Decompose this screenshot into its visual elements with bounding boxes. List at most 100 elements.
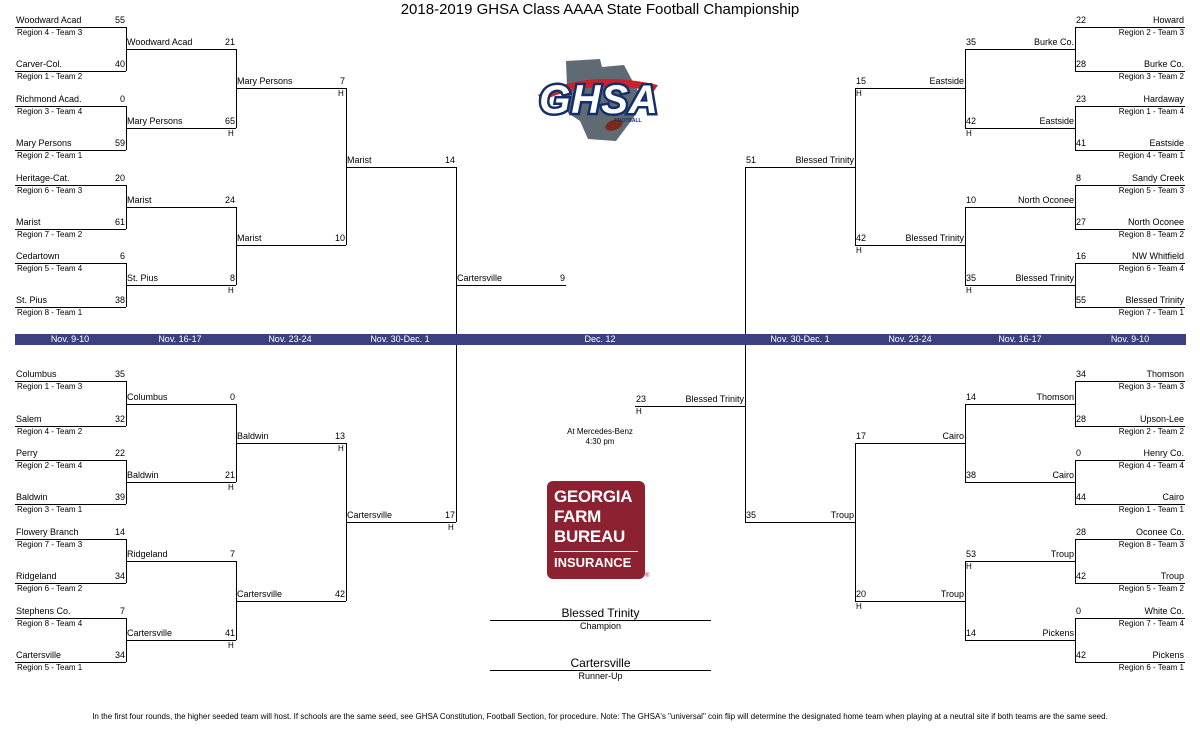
bracket-connector <box>965 561 966 640</box>
bracket-slot: Baldwin 21 <box>126 469 236 483</box>
team-seed: Region 6 - Team 1 <box>1118 663 1184 672</box>
team-name: Marist <box>127 195 152 205</box>
team-name: Troup <box>940 589 964 599</box>
round-date: Nov. 16-17 <box>158 334 202 344</box>
home-marker: H <box>856 602 862 611</box>
team-name: Burke Co. <box>1033 37 1074 47</box>
bracket-slot: St. Pius 38 <box>15 294 126 308</box>
bracket-connector <box>126 539 127 583</box>
bracket-connector <box>1075 381 1076 426</box>
team-seed: Region 7 - Team 2 <box>17 230 83 239</box>
bracket-connector <box>126 381 127 426</box>
runner-up-label: Runner-Up <box>578 671 623 681</box>
team-name: Cairo <box>1052 470 1074 480</box>
team-seed: Region 1 - Team 2 <box>17 72 83 81</box>
bracket-connector <box>965 207 966 285</box>
bracket-slot: Richmond Acad.0 <box>15 93 126 107</box>
team-seed: Region 4 - Team 2 <box>17 427 83 436</box>
team-score: 21 <box>224 470 235 480</box>
team-seed: Region 4 - Team 3 <box>17 28 83 37</box>
team-seed: Region 8 - Team 1 <box>17 308 83 317</box>
team-name: Burke Co. <box>1143 59 1184 69</box>
team-name: Troup <box>1160 571 1184 581</box>
team-name: Blessed Trinity <box>905 233 964 243</box>
team-score: 55 <box>1076 295 1087 305</box>
page-title: 2018-2019 GHSA Class AAAA State Football… <box>400 1 800 18</box>
bracket-connector <box>236 561 237 640</box>
team-score: 39 <box>114 492 125 502</box>
bracket-slot: Carver-Col.40 <box>15 58 126 72</box>
home-marker: H <box>966 286 972 295</box>
team-name: White Co. <box>1144 606 1184 616</box>
team-score: 51 <box>746 155 757 165</box>
home-marker: H <box>448 523 454 532</box>
sponsor-line-1: GEORGIA <box>554 487 633 506</box>
team-score: 28 <box>1076 59 1087 69</box>
team-name: St. Pius <box>16 295 48 305</box>
ghsa-logo-text: GHSA <box>539 78 659 122</box>
team-seed: Region 6 - Team 4 <box>1118 264 1184 273</box>
bracket-connector <box>346 443 347 601</box>
bracket-slot: Troup 53 <box>965 548 1075 562</box>
home-marker: H <box>228 129 234 138</box>
bracket-connector <box>236 207 237 285</box>
bracket-connector <box>126 106 127 150</box>
team-score: 15 <box>856 76 867 86</box>
team-seed: Region 2 - Team 1 <box>17 151 83 160</box>
team-name: Eastside <box>929 76 964 86</box>
kickoff-time: 4:30 pm <box>585 437 615 446</box>
team-score: 6 <box>119 251 125 261</box>
team-score: 14 <box>966 628 977 638</box>
bracket-connector <box>965 49 966 128</box>
team-name: Baldwin <box>127 470 159 480</box>
bracket-connector <box>1075 106 1076 150</box>
team-name: North Oconee <box>1127 217 1184 227</box>
team-score: 35 <box>746 510 757 520</box>
home-marker: H <box>228 286 234 295</box>
ghsa-logo: GHSA FOOTBALL <box>537 59 660 141</box>
bracket-connector <box>1075 27 1076 71</box>
team-name: Eastside <box>1039 116 1074 126</box>
team-score: 10 <box>334 233 345 243</box>
bracket-connector <box>236 404 237 482</box>
team-seed: Region 8 - Team 3 <box>1118 540 1184 549</box>
bracket-connector <box>126 27 127 71</box>
round-date: Dec. 12 <box>584 334 616 344</box>
team-score: 42 <box>1076 650 1087 660</box>
bracket-connector <box>1075 185 1076 229</box>
team-name: Troup <box>1050 549 1074 559</box>
team-score: 55 <box>114 15 125 25</box>
bracket-connector <box>346 88 347 245</box>
team-score: 38 <box>114 295 125 305</box>
team-seed: Region 1 - Team 3 <box>17 382 83 391</box>
team-name: Thomson <box>1036 392 1074 402</box>
team-name: Cartersville <box>127 628 173 638</box>
footnote: In the first four rounds, the higher see… <box>92 712 1108 721</box>
home-marker: H <box>966 562 972 571</box>
team-name: Troup <box>830 510 854 520</box>
team-score: 21 <box>224 37 235 47</box>
team-score: 53 <box>966 549 977 559</box>
